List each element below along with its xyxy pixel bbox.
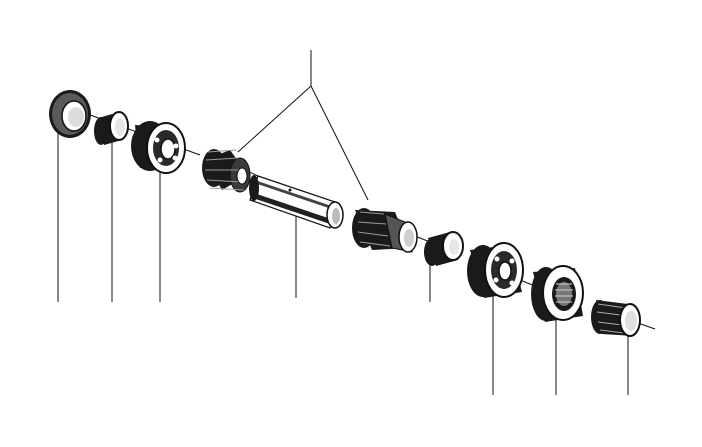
sleeve-icon <box>94 111 129 145</box>
ring-nut-icon <box>49 90 91 138</box>
threaded-bushing-icon <box>202 149 251 193</box>
ring-nut-icon <box>531 265 584 322</box>
tube-icon <box>249 175 344 229</box>
leader-line-bushing-left <box>237 85 312 153</box>
leader-lines <box>57 50 629 395</box>
bearing-icon <box>131 121 186 174</box>
leader-line-bushing-right <box>310 85 369 201</box>
sleeve-icon <box>591 300 641 337</box>
bearing-icon <box>467 242 524 298</box>
threaded-bushing-icon <box>352 208 418 253</box>
spacer-icon <box>424 231 464 266</box>
